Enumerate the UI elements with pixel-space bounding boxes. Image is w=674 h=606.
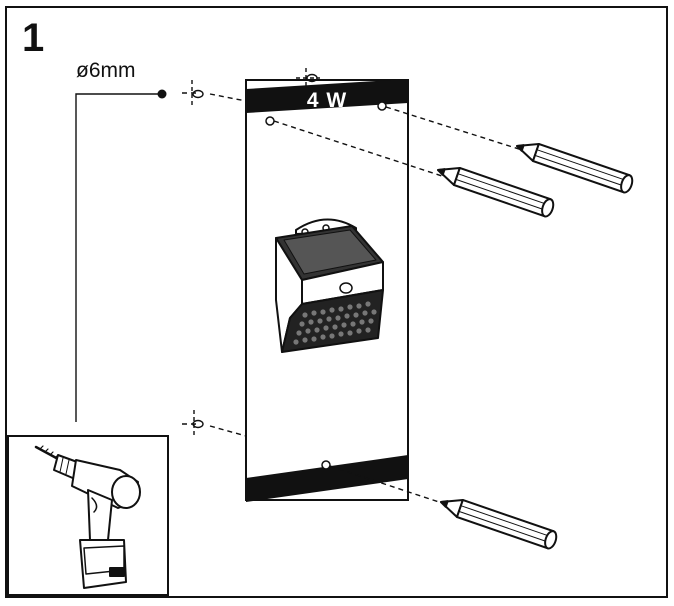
drill-markers: [191, 68, 320, 438]
hole-mark-right: [377, 101, 387, 111]
outer-frame: [5, 6, 668, 598]
marker-top-center: [296, 68, 320, 88]
drill-bit-size-label: ø6mm: [76, 59, 136, 82]
hole-mark-bottom: [321, 460, 331, 470]
pencil-top-left: [437, 167, 555, 218]
pencil-icon: [437, 143, 634, 550]
drill-leader: [75, 89, 167, 422]
template-bottom-band: [246, 455, 408, 502]
wattage-label: 4 W: [306, 89, 348, 112]
hole-mark-left: [265, 116, 275, 126]
marker-bottom-left: [192, 410, 204, 438]
drill-inset: [7, 435, 169, 596]
pencil-bottom: [440, 499, 558, 550]
pencil-top-right: [516, 143, 634, 194]
template-top-band: [246, 79, 408, 113]
solar-wall-lamp-icon: [275, 218, 384, 353]
step-number: 1: [22, 16, 45, 60]
guide-lines: [182, 92, 523, 506]
marker-top-left: [191, 80, 204, 106]
power-drill-icon: [34, 445, 141, 589]
